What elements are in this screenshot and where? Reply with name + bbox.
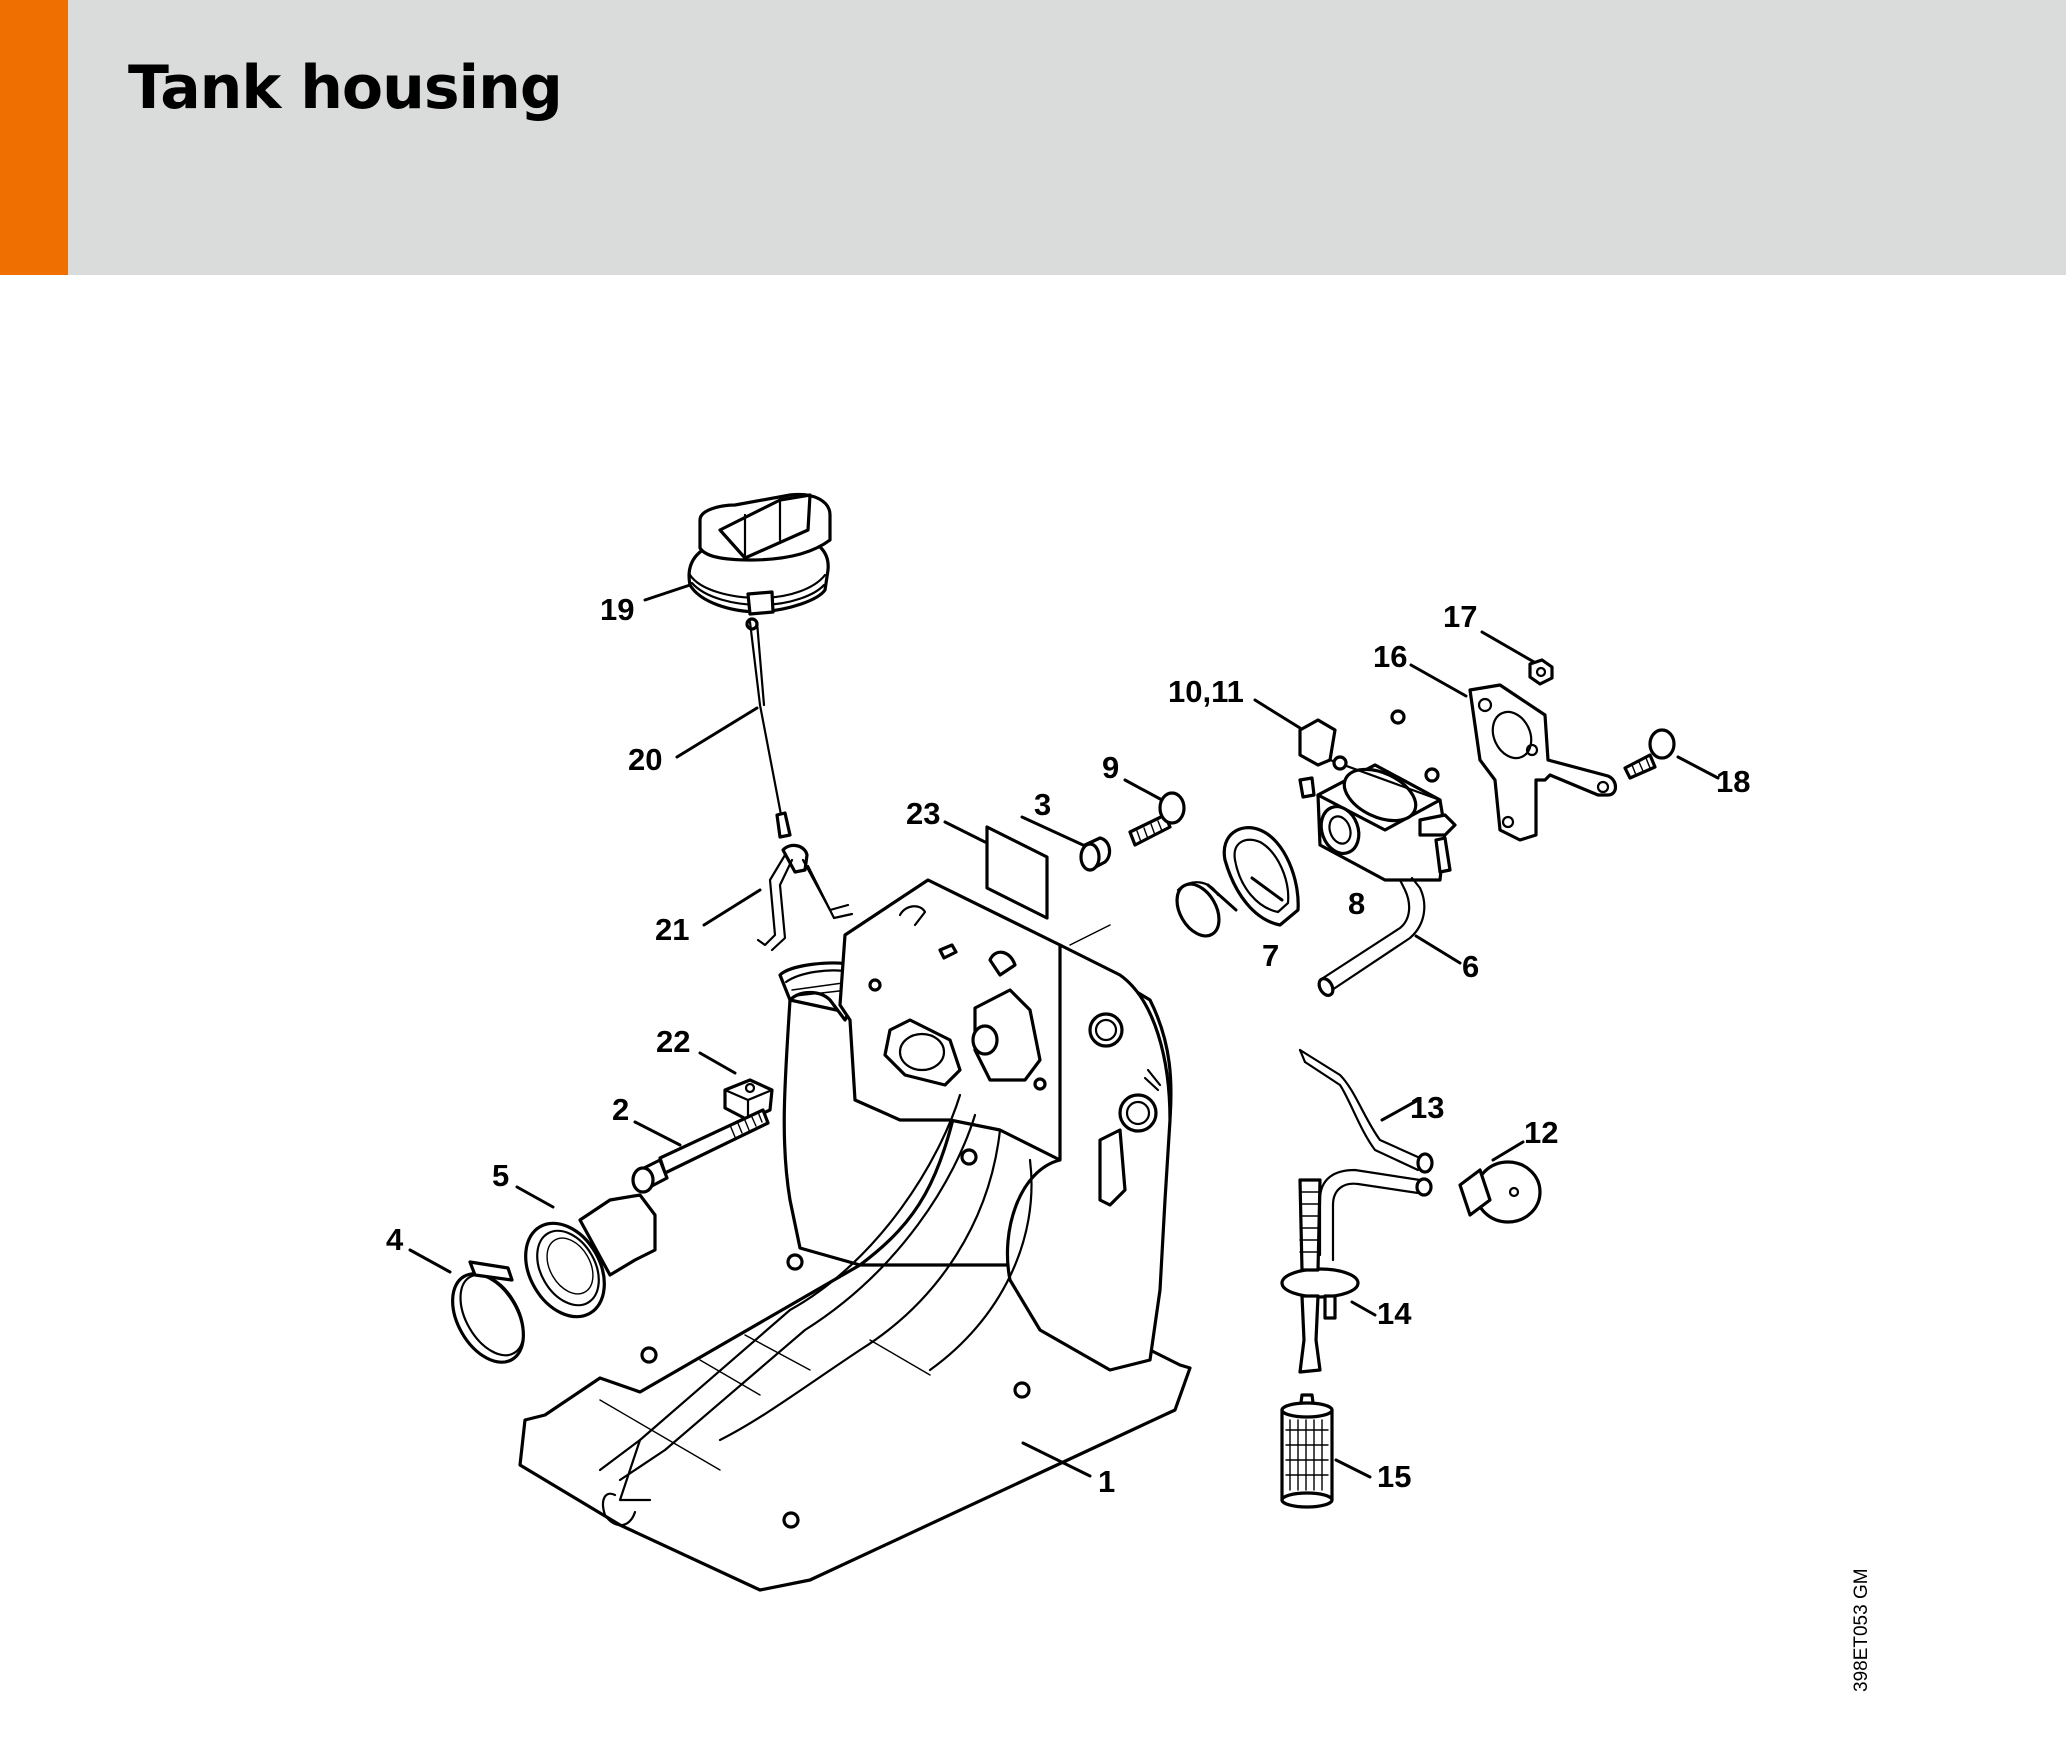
- part-sleeve[interactable]: [1079, 836, 1112, 872]
- callout-7[interactable]: 7: [1262, 938, 1279, 973]
- part-cord[interactable]: [745, 617, 792, 839]
- callout-labels: 1 2 3 4 5 6 7 8 9 10,11 12 13 14 15 16 1…: [386, 592, 1750, 1499]
- leader-lines: [408, 583, 1720, 1479]
- part-plug[interactable]: [1168, 877, 1227, 943]
- part-carburetor[interactable]: [1298, 709, 1457, 882]
- part-intake-manifold[interactable]: [510, 1193, 657, 1331]
- callout-12[interactable]: 12: [1524, 1115, 1558, 1150]
- callout-1[interactable]: 1: [1098, 1464, 1115, 1499]
- callout-2[interactable]: 2: [612, 1092, 629, 1127]
- callout-16[interactable]: 16: [1373, 639, 1407, 674]
- part-nut[interactable]: [1528, 658, 1554, 686]
- callout-17[interactable]: 17: [1443, 599, 1477, 634]
- part-plate[interactable]: [1468, 683, 1618, 842]
- part-fuel-filter[interactable]: [1280, 1393, 1334, 1509]
- part-impulse-hose[interactable]: [1316, 876, 1426, 998]
- callout-15[interactable]: 15: [1377, 1459, 1411, 1494]
- callout-9[interactable]: 9: [1102, 750, 1119, 785]
- part-screw-long[interactable]: [631, 1108, 770, 1194]
- part-gasket[interactable]: [1222, 826, 1300, 927]
- callout-18[interactable]: 18: [1716, 764, 1750, 799]
- part-tank-housing[interactable]: [518, 878, 1192, 1592]
- drawing-reference-code: 398ET053 GM: [1851, 1568, 1872, 1692]
- part-label[interactable]: [985, 825, 1049, 920]
- callout-14[interactable]: 14: [1377, 1296, 1412, 1331]
- page-title: Tank housing: [128, 53, 563, 123]
- callout-13[interactable]: 13: [1410, 1090, 1444, 1125]
- part-screw-short[interactable]: [1623, 728, 1676, 780]
- callout-19[interactable]: 19: [600, 592, 634, 627]
- callout-20[interactable]: 20: [628, 742, 662, 777]
- part-screw[interactable]: [1128, 791, 1186, 847]
- part-retainer[interactable]: [756, 843, 854, 952]
- accent-stripe: [0, 0, 68, 275]
- callout-3[interactable]: 3: [1034, 787, 1051, 822]
- part-fuel-pump-bulb[interactable]: [1458, 1160, 1542, 1224]
- callout-23[interactable]: 23: [906, 796, 940, 831]
- part-fuel-hose-grommet[interactable]: [1280, 1168, 1433, 1374]
- callout-22[interactable]: 22: [656, 1024, 690, 1059]
- callout-21[interactable]: 21: [655, 912, 689, 947]
- part-filler-cap[interactable]: [687, 492, 832, 616]
- callout-4[interactable]: 4: [386, 1222, 404, 1257]
- part-hose-clamp[interactable]: [438, 1260, 538, 1374]
- part-fuel-hose[interactable]: [1298, 1048, 1434, 1174]
- callout-5[interactable]: 5: [492, 1158, 509, 1193]
- callout-8[interactable]: 8: [1348, 886, 1365, 921]
- header-bar: Tank housing: [0, 0, 2066, 275]
- callout-10-11[interactable]: 10,11: [1168, 674, 1244, 709]
- callout-6[interactable]: 6: [1462, 949, 1479, 984]
